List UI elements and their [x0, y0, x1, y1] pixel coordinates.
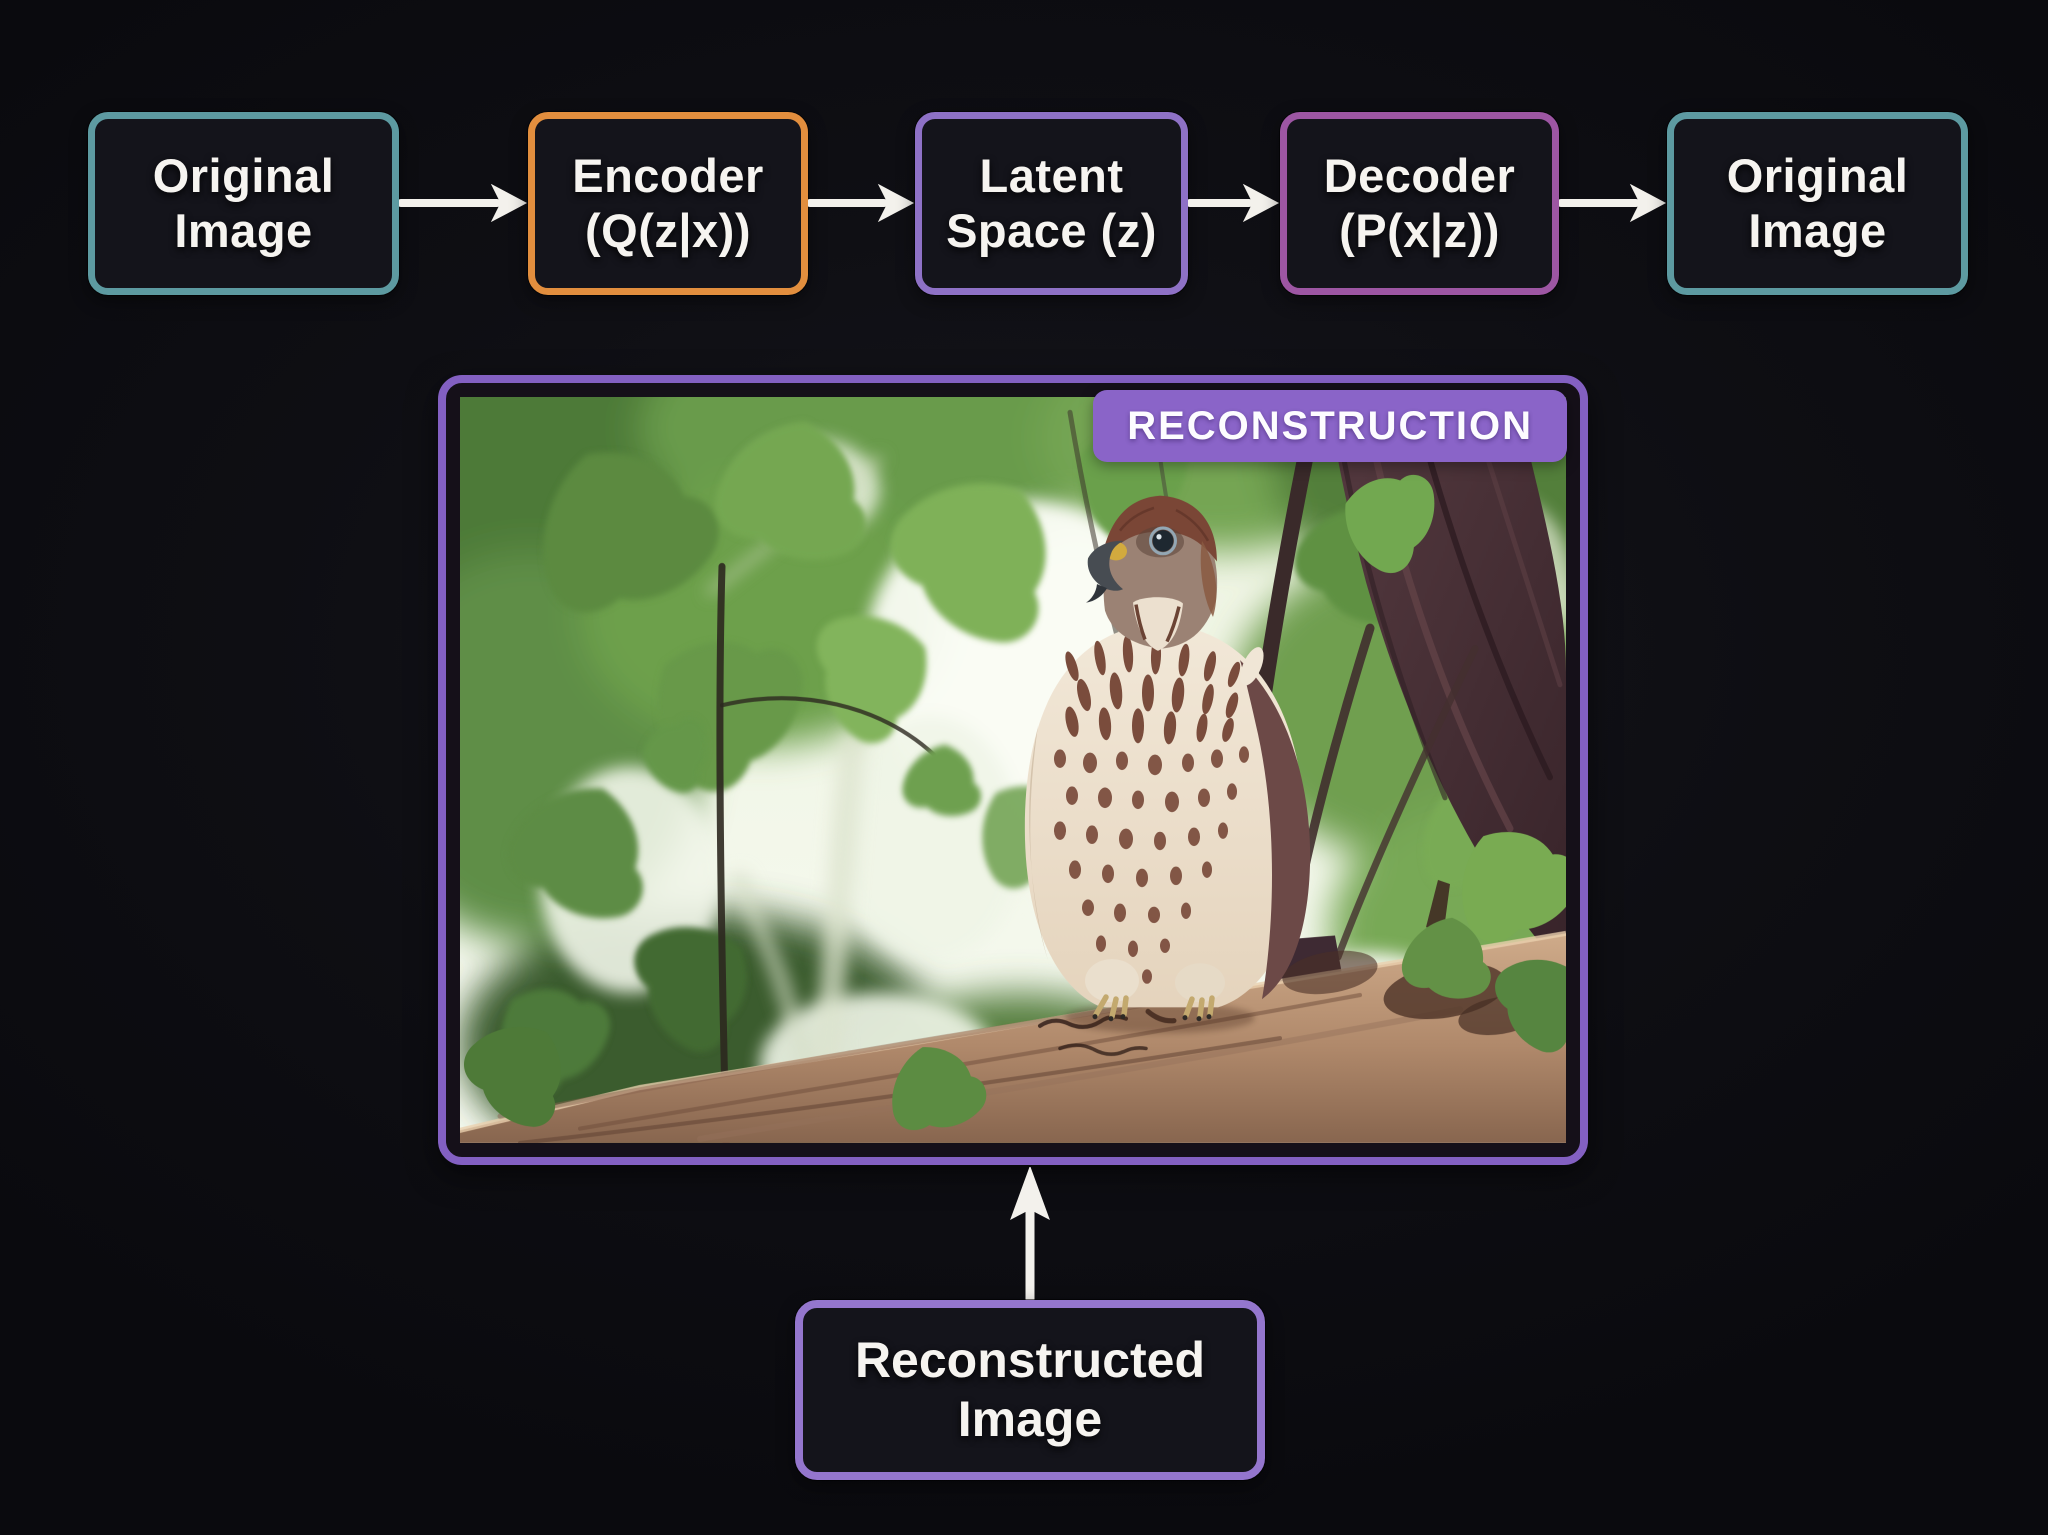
node-label-line1: Original: [152, 148, 335, 202]
node-label-line2: Image: [174, 203, 313, 257]
node-label-line2: Space (z): [946, 203, 1157, 257]
node-label-line2: (Q(z|x)): [585, 203, 751, 257]
node-label-line1: Latent: [979, 148, 1124, 202]
reconstruction-image-frame: RECONSTRUCTION: [438, 375, 1588, 1165]
flow-arrow-icon: [399, 183, 528, 223]
pipeline-node-original-image-right: Original Image: [1667, 112, 1968, 295]
reconstruction-badge: RECONSTRUCTION: [1093, 390, 1567, 462]
reconstructed-hawk-photo: [460, 397, 1566, 1143]
node-label-line2: Image: [1748, 203, 1887, 257]
flow-arrow-icon: [808, 183, 915, 223]
recon-label-line2: Image: [957, 1391, 1103, 1447]
pipeline-node-encoder: Encoder (Q(z|x)): [528, 112, 808, 295]
reconstructed-image-label-box: Reconstructed Image: [795, 1300, 1265, 1480]
flow-arrow-icon: [1188, 183, 1280, 223]
recon-label-line1: Reconstructed: [854, 1332, 1206, 1388]
pipeline-node-decoder: Decoder (P(x|z)): [1280, 112, 1559, 295]
node-label-line1: Encoder: [572, 148, 764, 202]
up-arrow-icon: [1010, 1167, 1050, 1301]
node-label-line2: (P(x|z)): [1339, 203, 1500, 257]
pipeline-node-latent-space: Latent Space (z): [915, 112, 1188, 295]
hawk-figure: [1024, 495, 1311, 1022]
flow-arrow-icon: [1559, 183, 1667, 223]
node-label-line1: Original: [1726, 148, 1909, 202]
node-label-line1: Decoder: [1323, 148, 1516, 202]
pipeline-node-original-image-left: Original Image: [88, 112, 399, 295]
